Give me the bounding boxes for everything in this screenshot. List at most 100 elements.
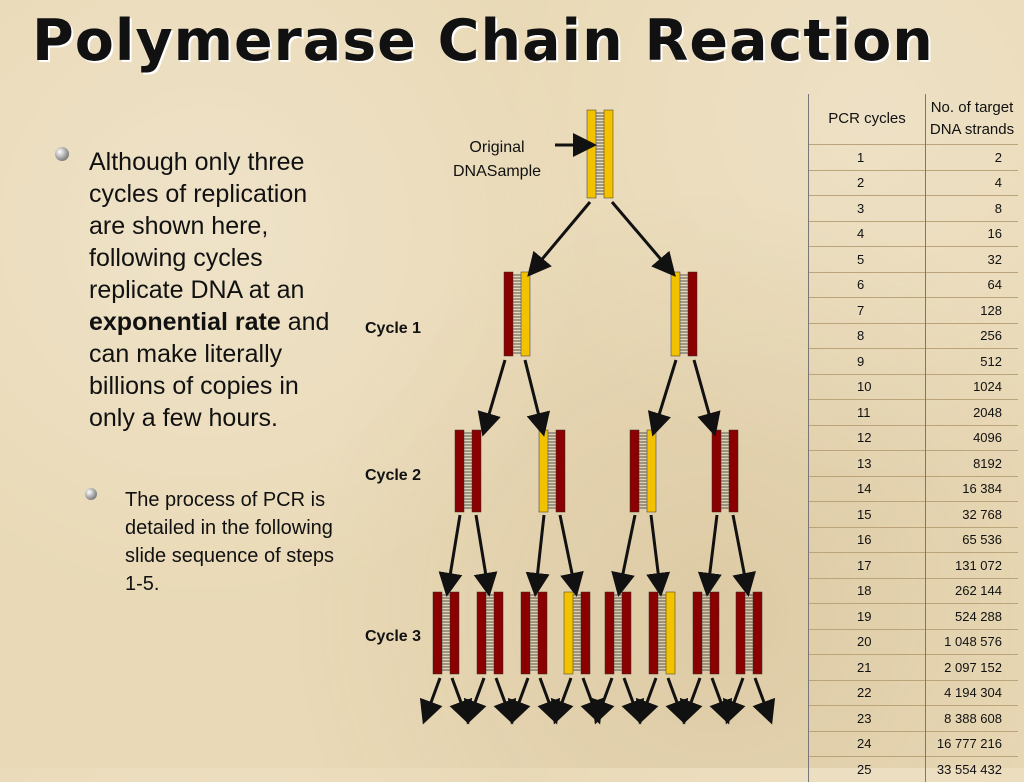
dna-duplex [648,591,676,675]
cycle-number-cell: 3 [808,195,926,221]
cycle-number-cell: 7 [808,297,926,323]
replication-arrow [523,359,551,437]
dna-duplex [735,591,763,675]
strand-count-cell: 8 [925,195,1018,221]
replication-arrow [477,359,507,437]
header-target-strands: No. of target DNA strands [929,99,1015,138]
cycle-number-cell: 15 [808,501,926,527]
strand-count-cell: 32 768 [925,501,1018,527]
cycle-number-cell: 24 [808,730,926,757]
replication-arrow [591,677,615,725]
cycle-number-cell: 16 [808,526,926,553]
dna-duplex [629,429,657,513]
cycle-number-cell: 1 [808,144,926,170]
replication-arrow [611,514,637,597]
strand-count-cell: 8 388 608 [925,705,1018,731]
pcr-replication-diagram [419,109,776,725]
replication-arrow [610,201,676,277]
strand-count-cell: 16 777 216 [925,730,1018,757]
strand-count-cell: 131 072 [925,552,1018,578]
cycle-number-cell: 13 [808,450,926,476]
cycle-number-cell: 10 [808,373,926,400]
strand-count-cell: 262 144 [925,577,1018,604]
dna-duplex [604,591,632,675]
replication-arrow [697,514,722,597]
dna-duplex [711,429,739,513]
dna-duplex [692,591,720,675]
strand-count-cell: 2 097 152 [925,654,1018,680]
strand-count-cell: 1024 [925,373,1018,400]
replication-arrow [473,514,498,597]
replication-arrow [722,677,746,725]
strand-count-cell: 1 048 576 [925,628,1018,655]
cycle-number-cell: 11 [808,399,926,425]
main-text-bold: exponential rate [89,308,281,336]
cycle-1-label: Cycle 1 [365,320,422,337]
original-sample-label: Original DNASample [452,139,542,180]
replication-arrow [580,677,604,725]
main-text-part1: Although only three cycles of replicatio… [89,148,308,304]
replication-arrow [493,677,517,725]
header-pcr-cycles: PCR cycles [808,94,926,145]
replication-arrow [449,677,473,725]
dna-duplex [520,591,548,675]
cycle-3-label: Cycle 3 [365,628,422,645]
dna-duplex [503,271,531,357]
strand-count-cell: 512 [925,348,1018,374]
strand-count-cell: 16 384 [925,475,1018,502]
replication-arrow [709,677,733,725]
strand-count-cell: 524 288 [925,603,1018,629]
replication-arrow [525,514,550,597]
strand-count-cell: 32 [925,246,1018,272]
strand-count-cell: 4 194 304 [925,679,1018,706]
replication-arrow [558,514,584,597]
strand-count-cell: 4 [925,169,1018,196]
strand-count-cell: 65 536 [925,526,1018,553]
replication-arrow [635,677,659,725]
table-header-row: PCR cycles No. of target DNA strands [808,94,1019,145]
strand-count-cell: 256 [925,322,1018,349]
cycle-number-cell: 22 [808,679,926,706]
replication-arrow [537,677,561,725]
cycle-number-cell: 25 [808,756,926,782]
replication-arrow [621,677,645,725]
dna-duplex [476,591,504,675]
strand-count-cell: 64 [925,271,1018,298]
cycle-number-cell: 19 [808,603,926,629]
strand-count-cell: 2 [925,144,1018,170]
cycle-number-cell: 23 [808,705,926,731]
cycle-number-cell: 5 [808,246,926,272]
cycle-number-cell: 12 [808,424,926,451]
dna-duplex [454,429,482,513]
dna-duplex [538,429,566,513]
replication-arrow [646,514,671,597]
strand-count-cell: 128 [925,297,1018,323]
replication-arrow [647,359,678,437]
dna-duplex [432,591,460,675]
dna-duplex [563,591,591,675]
cycle-number-cell: 21 [808,654,926,680]
cycle-number-cell: 2 [808,169,926,196]
replication-arrow [463,677,487,725]
replication-arrow [679,677,703,725]
sub-bullet-text: The process of PCR is detailed in the fo… [125,489,335,595]
replication-arrow [731,514,756,597]
strand-count-cell: 2048 [925,399,1018,425]
